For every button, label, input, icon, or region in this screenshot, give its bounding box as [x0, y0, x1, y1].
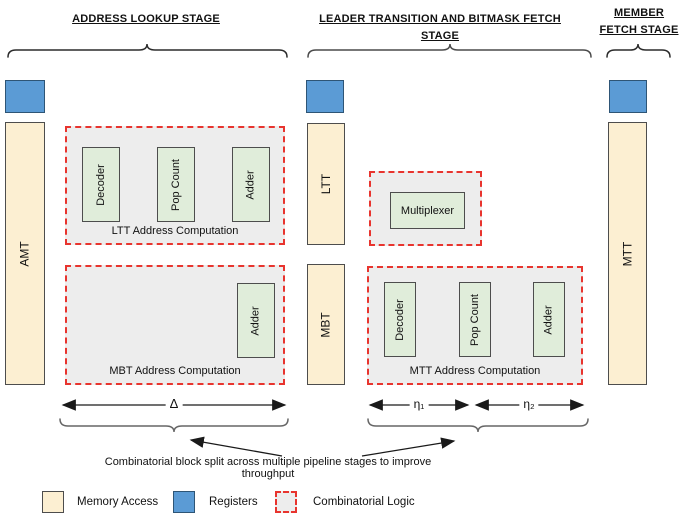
stage1-brace [7, 43, 288, 58]
unit-adder-label: Adder [542, 304, 555, 335]
mtt-computation-label: MTT Address Computation [409, 365, 541, 377]
registers-swatch [173, 491, 195, 513]
unit-adder-label: Adder [244, 169, 257, 200]
unit-adder: Adder [533, 282, 565, 357]
throughput-note: Combinatorial block split across multipl… [104, 456, 432, 480]
memory-ltt-label: LTT [318, 173, 333, 195]
unit-adder: Adder [232, 147, 270, 222]
mbt-address-computation-block: Adder MBT Address Computation [65, 265, 285, 385]
unit-decoder: Decoder [384, 282, 416, 357]
mtt-address-computation-block: Decoder Pop Count Adder MTT Address Comp… [367, 266, 583, 385]
note-arrow-left [189, 436, 283, 457]
delta-label: Δ [165, 396, 183, 412]
mbt-computation-label: MBT Address Computation [109, 365, 241, 377]
ltt-address-computation-block: Decoder Pop Count Adder LTT Address Comp… [65, 126, 285, 245]
stage-title-member-fetch: MEMBER FETCH STAGE [599, 7, 679, 36]
left-underbrace [59, 418, 289, 433]
note-arrow-right [361, 437, 456, 457]
ltt-computation-label: LTT Address Computation [111, 225, 239, 237]
unit-pop-count-label: Pop Count [469, 293, 482, 346]
unit-multiplexer: Multiplexer [390, 192, 465, 229]
unit-adder: Adder [237, 283, 275, 358]
memory-access-legend-label: Memory Access [77, 496, 159, 508]
stage-title-leader-transition: LEADER TRANSITION AND BITMASK FETCH STAG… [319, 13, 561, 42]
register-stage1 [5, 80, 45, 113]
right-underbrace [367, 418, 589, 433]
memory-mbt: MBT [307, 264, 345, 385]
unit-adder-label: Adder [249, 305, 262, 336]
unit-decoder-label: Decoder [95, 163, 108, 206]
unit-decoder: Decoder [82, 147, 120, 222]
unit-pop-count: Pop Count [459, 282, 491, 357]
memory-mtt-label: MTT [620, 241, 635, 266]
combinatorial-logic-swatch [275, 491, 297, 513]
stage-title-address-lookup: ADDRESS LOOKUP STAGE [72, 13, 220, 25]
unit-pop-count: Pop Count [157, 147, 195, 222]
registers-legend-label: Registers [209, 496, 258, 508]
unit-pop-count-label: Pop Count [170, 158, 183, 211]
register-stage3 [609, 80, 647, 113]
memory-mtt: MTT [608, 122, 647, 385]
register-stage2 [306, 80, 344, 113]
memory-mbt-label: MBT [319, 311, 333, 338]
multiplexer-block: Multiplexer [369, 171, 482, 246]
memory-amt-label: AMT [18, 240, 32, 267]
combinatorial-logic-legend-label: Combinatorial Logic [313, 496, 415, 508]
eta1-label: η₁ [409, 397, 429, 412]
memory-amt: AMT [5, 122, 45, 385]
stage3-brace [606, 43, 671, 58]
unit-multiplexer-label: Multiplexer [400, 204, 455, 217]
stage2-brace [307, 43, 592, 58]
memory-ltt: LTT [307, 123, 345, 245]
eta2-label: η₂ [519, 397, 539, 412]
memory-access-swatch [42, 491, 64, 513]
unit-decoder-label: Decoder [394, 298, 407, 341]
